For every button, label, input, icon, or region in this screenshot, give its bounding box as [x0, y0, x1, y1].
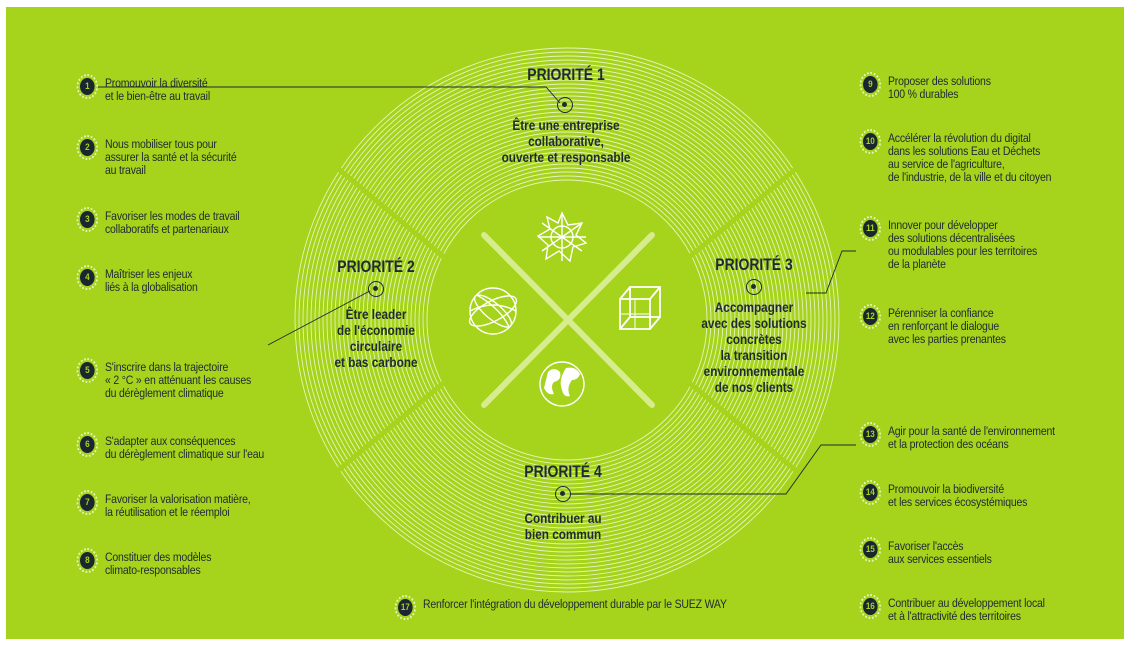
center-cross	[481, 232, 655, 408]
connector-11	[806, 250, 856, 294]
objective-item: 14 Promouvoir la biodiversité et les ser…	[859, 480, 1028, 509]
objective-text: Favoriser la valorisation matière, la ré…	[104, 492, 251, 519]
objective-item: 8 Constituer des modèles climato-respons…	[76, 548, 212, 577]
priority-3-description: Accompagner avec des solutions concrètes…	[701, 299, 807, 395]
objective-number-badge: 16	[859, 594, 882, 619]
objective-item: 7 Favoriser la valorisation matière, la …	[76, 490, 251, 519]
objective-text: Constituer des modèles climato-responsab…	[104, 550, 212, 577]
objective-text: Favoriser l'accès aux services essentiel…	[887, 539, 992, 566]
objective-number-badge: 12	[859, 304, 882, 329]
objective-item: 1 Promouvoir la diversité et le bien-êtr…	[76, 74, 211, 103]
objective-item: 5 S'inscrire dans la trajectoire « 2 °C …	[76, 358, 252, 400]
priority-3-title: PRIORITÉ 3	[715, 255, 793, 274]
globe-icon	[539, 361, 585, 407]
objective-text: Accélérer la révolution du digital dans …	[887, 131, 1052, 184]
connector-13	[571, 444, 856, 495]
priority-2-title: PRIORITÉ 2	[337, 257, 415, 276]
objective-text: S'adapter aux conséquences du dérèglemen…	[104, 434, 265, 461]
priority-4-description: Contribuer au bien commun	[524, 510, 602, 542]
objective-text: Promouvoir la diversité et le bien-être …	[104, 76, 211, 103]
objective-item: 11 Innover pour développer des solutions…	[859, 216, 1038, 271]
objective-number-badge: 2	[76, 135, 99, 160]
objective-text: Promouvoir la biodiversité et les servic…	[887, 482, 1028, 509]
objective-number-badge: 5	[76, 358, 99, 383]
priority-2-target-icon	[368, 281, 384, 297]
concentric-rings	[98, 47, 856, 593]
connector-1	[98, 86, 561, 104]
objective-text: Maîtriser les enjeux liés à la globalisa…	[104, 267, 198, 294]
orbit-sphere-icon	[468, 287, 518, 335]
objective-item: 12 Pérenniser la confiance en renforçant…	[859, 304, 1006, 346]
objective-text: S'inscrire dans la trajectoire « 2 °C » …	[104, 360, 252, 400]
objective-item: 9 Proposer des solutions 100 % durables	[859, 72, 991, 101]
objective-number-badge: 14	[859, 480, 882, 505]
priority-3-target-icon	[746, 279, 762, 295]
priority-1-title: PRIORITÉ 1	[527, 65, 605, 84]
objective-number-badge: 13	[859, 422, 882, 447]
objective-item: 6 S'adapter aux conséquences du dérèglem…	[76, 432, 265, 461]
objective-item: 10 Accélérer la révolution du digital da…	[859, 129, 1052, 184]
geodesic-star-icon	[536, 211, 588, 263]
wireframe-cube-icon	[619, 286, 661, 330]
objective-number-badge: 1	[76, 74, 99, 99]
priority-1-target-icon	[557, 97, 573, 113]
objective-number-badge: 6	[76, 432, 99, 457]
objective-number-badge: 8	[76, 548, 99, 573]
objective-text: Favoriser les modes de travail collabora…	[104, 209, 240, 236]
objective-number-badge: 4	[76, 265, 99, 290]
objective-text: Renforcer l'intégration du développement…	[422, 597, 727, 611]
objective-number-badge: 11	[859, 216, 882, 241]
priority-2-description: Être leader de l'économie circulaire et …	[334, 306, 418, 370]
priority-4-target-icon	[555, 486, 571, 502]
objective-item: 3 Favoriser les modes de travail collabo…	[76, 207, 240, 236]
objective-number-badge: 7	[76, 490, 99, 515]
objective-number-badge: 10	[859, 129, 882, 154]
objective-text: Pérenniser la confiance en renforçant le…	[887, 306, 1006, 346]
objective-text: Proposer des solutions 100 % durables	[887, 74, 991, 101]
objective-item: 4 Maîtriser les enjeux liés à la globali…	[76, 265, 198, 294]
objective-text: Contribuer au développement local et à l…	[887, 596, 1045, 623]
objective-item: 17 Renforcer l'intégration du développem…	[394, 595, 727, 620]
priority-1-description: Être une entreprise collaborative, ouver…	[501, 117, 631, 165]
objective-item: 16 Contribuer au développement local et …	[859, 594, 1045, 623]
objective-text: Innover pour développer des solutions dé…	[887, 218, 1038, 271]
objective-item: 15 Favoriser l'accès aux services essent…	[859, 537, 992, 566]
objective-number-badge: 3	[76, 207, 99, 232]
objective-item: 13 Agir pour la santé de l'environnement…	[859, 422, 1055, 451]
priority-4-title: PRIORITÉ 4	[524, 462, 602, 481]
objective-number-badge: 15	[859, 537, 882, 562]
priorities-diagram: PRIORITÉ 1 Être une entreprise collabora…	[6, 7, 1124, 639]
objective-number-badge: 9	[859, 72, 882, 97]
objective-text: Agir pour la santé de l'environnement et…	[887, 424, 1055, 451]
objective-item: 2 Nous mobiliser tous pour assurer la sa…	[76, 135, 237, 177]
objective-number-badge: 17	[394, 595, 417, 620]
objective-text: Nous mobiliser tous pour assurer la sant…	[104, 137, 237, 177]
